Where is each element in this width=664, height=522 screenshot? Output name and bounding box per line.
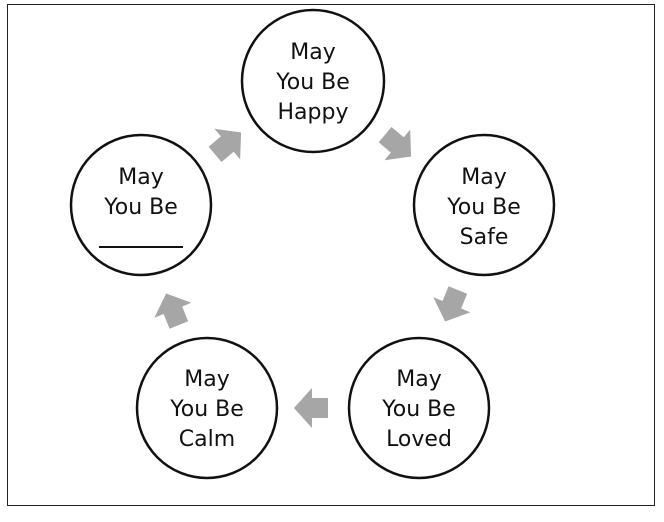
node-happy-line-2: You Be [275, 70, 350, 95]
node-loved-line-3: Loved [386, 427, 452, 452]
node-calm-line-2: You Be [169, 397, 244, 422]
node-calm: May You Be Calm [135, 336, 279, 480]
arrow-calm-to-blank [154, 293, 192, 329]
node-safe: May You Be Safe [412, 133, 556, 277]
arrow-happy-to-safe [378, 126, 412, 161]
node-loved: May You Be Loved [347, 336, 491, 480]
node-safe-line-2: You Be [446, 195, 521, 220]
node-blank-line-1: May [118, 165, 163, 190]
node-safe-line-3: Safe [460, 225, 509, 250]
node-calm-line-3: Calm [179, 427, 235, 452]
node-loved-line-1: May [396, 367, 441, 392]
node-blank-line-2: You Be [103, 195, 178, 220]
node-happy-line-3: Happy [278, 100, 349, 125]
node-happy-line-1: May [290, 40, 335, 65]
node-happy: May You Be Happy [240, 8, 386, 154]
node-blank: May You Be [69, 133, 213, 277]
arrow-safe-to-loved [433, 286, 471, 322]
arrow-loved-to-calm [294, 388, 328, 428]
node-safe-line-1: May [461, 165, 506, 190]
arrow-blank-to-happy [208, 128, 242, 163]
node-calm-line-1: May [184, 367, 229, 392]
node-loved-line-2: You Be [381, 397, 456, 422]
